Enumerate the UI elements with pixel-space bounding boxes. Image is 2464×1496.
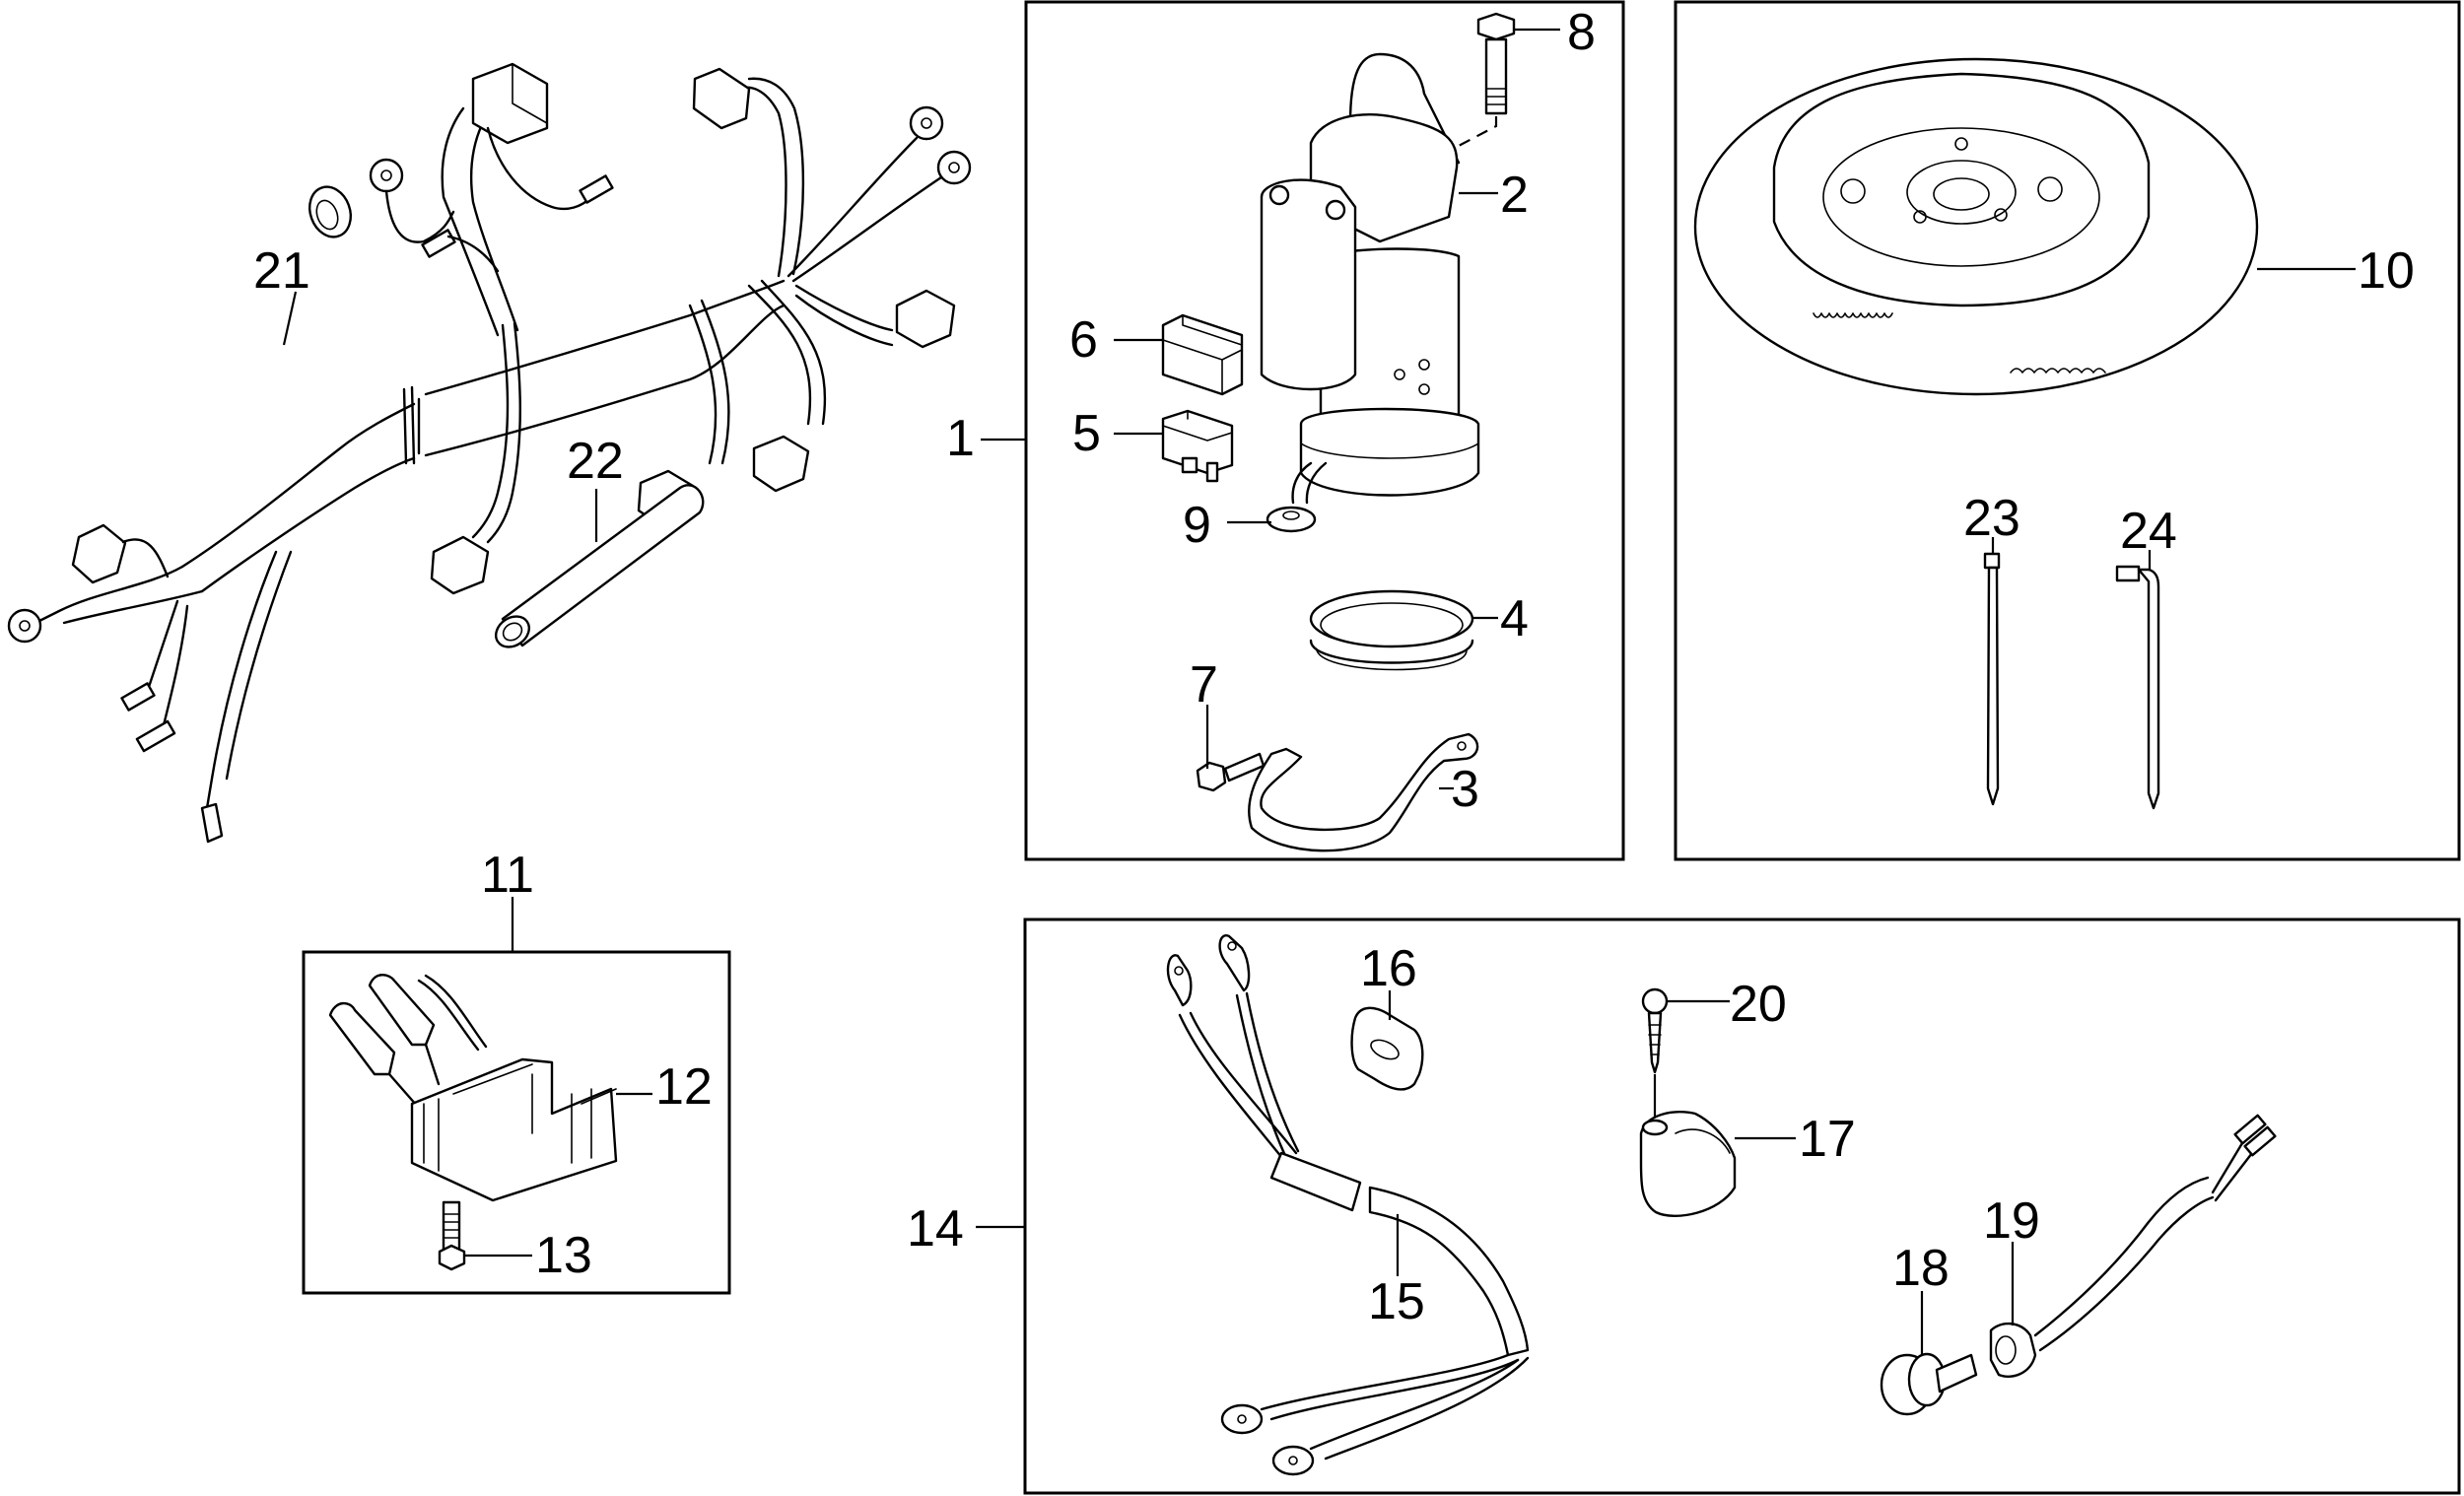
clamp-bracket-part-3[interactable] <box>1248 732 1479 852</box>
bolt-part-8[interactable] <box>1476 12 1516 115</box>
switch-part-18[interactable] <box>1880 1352 1978 1416</box>
callout-5[interactable]: 5 <box>1072 405 1101 462</box>
callout-21[interactable]: 21 <box>253 242 310 300</box>
wiring-harness-part-21[interactable] <box>7 62 972 844</box>
callout-12[interactable]: 12 <box>655 1058 713 1116</box>
leader-lines <box>282 28 2356 1355</box>
nut-part-9[interactable] <box>1266 506 1317 533</box>
switch-boot-part-19[interactable] <box>1989 1114 2277 1378</box>
grommet-part-16[interactable] <box>1350 1006 1424 1091</box>
bolt-part-13[interactable] <box>438 1200 466 1271</box>
callout-10[interactable]: 10 <box>2358 242 2415 300</box>
callout-7[interactable]: 7 <box>1190 656 1218 714</box>
callout-3[interactable]: 3 <box>1451 761 1479 818</box>
cable-clamp-part-17[interactable] <box>1639 1111 1737 1217</box>
flywheel-part-10[interactable] <box>1693 57 2259 396</box>
callout-14[interactable]: 14 <box>907 1200 964 1258</box>
callout-4[interactable]: 4 <box>1500 590 1529 647</box>
callout-19[interactable]: 19 <box>1983 1192 2040 1250</box>
callout-9[interactable]: 9 <box>1183 497 1211 554</box>
callout-labels: 21 22 1 8 2 6 5 9 4 7 3 10 23 24 11 12 1… <box>253 4 2415 1330</box>
callout-11[interactable]: 11 <box>481 847 534 904</box>
callout-1[interactable]: 1 <box>946 410 975 467</box>
flywheel-group-box <box>1674 0 2461 861</box>
callout-22[interactable]: 22 <box>567 433 624 490</box>
rectifier-regulator-part-12[interactable] <box>328 974 618 1202</box>
callout-13[interactable]: 13 <box>535 1227 592 1284</box>
callout-16[interactable]: 16 <box>1360 940 1417 997</box>
relay-part-6[interactable] <box>1161 313 1244 396</box>
regulator-group-box <box>302 950 731 1295</box>
callout-18[interactable]: 18 <box>1892 1240 1950 1297</box>
callout-24[interactable]: 24 <box>2120 503 2177 560</box>
cable-tie-part-24[interactable] <box>2115 565 2160 810</box>
tube-part-22[interactable] <box>490 484 705 652</box>
callout-8[interactable]: 8 <box>1567 4 1596 61</box>
bolt-part-7[interactable] <box>1196 752 1266 792</box>
cable-tie-part-23[interactable] <box>1983 552 2001 806</box>
callout-15[interactable]: 15 <box>1368 1273 1425 1330</box>
battery-cable-part-15[interactable] <box>1166 934 1530 1476</box>
callout-17[interactable]: 17 <box>1799 1111 1856 1168</box>
screw-part-20[interactable] <box>1641 987 1669 1074</box>
callout-2[interactable]: 2 <box>1500 167 1529 224</box>
callout-20[interactable]: 20 <box>1730 976 1787 1033</box>
cable-group-box <box>1023 918 2461 1495</box>
callout-23[interactable]: 23 <box>1963 490 2020 547</box>
starter-motor-part-2[interactable] <box>1260 52 1480 505</box>
callout-6[interactable]: 6 <box>1069 311 1098 369</box>
rubber-band-part-4[interactable] <box>1309 589 1474 671</box>
starter-group-box <box>1024 0 1625 861</box>
relay-part-5[interactable] <box>1161 409 1234 483</box>
